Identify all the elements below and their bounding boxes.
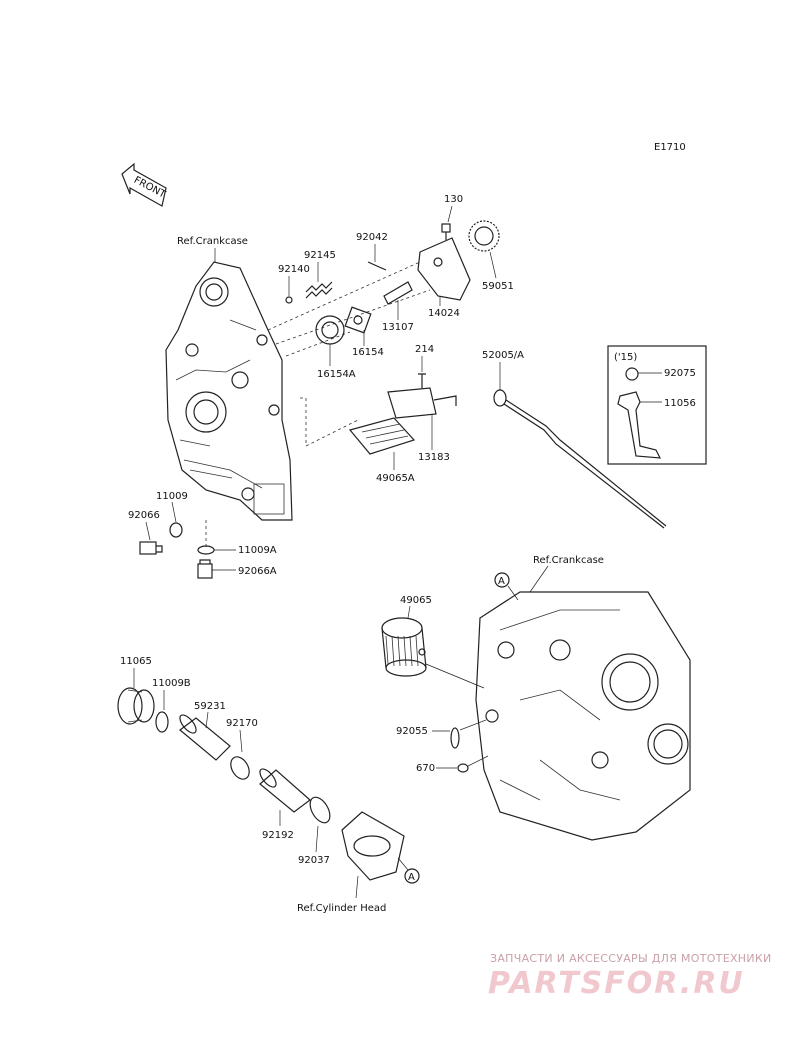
oring-92055 xyxy=(450,727,460,749)
label-92140: 92140 xyxy=(278,264,310,275)
ref-crankcase-bottom: Ref.Crankcase xyxy=(533,555,604,566)
plate-13183 xyxy=(387,387,457,419)
svg-text:A: A xyxy=(408,872,415,883)
label-59231: 59231 xyxy=(194,701,226,712)
watermark-tagline: ЗАПЧАСТИ И АКСЕССУАРЫ ДЛЯ МОТОТЕХНИКИ xyxy=(490,952,772,965)
label-59051: 59051 xyxy=(482,281,514,292)
label-11009B: 11009B xyxy=(152,678,191,689)
screw-214 xyxy=(418,373,426,388)
front-arrow-icon: FRONT xyxy=(121,162,168,207)
plug-92066A xyxy=(197,559,213,579)
label-92145: 92145 xyxy=(304,250,336,261)
label-214: 214 xyxy=(415,344,434,355)
bolt-130 xyxy=(441,223,451,240)
bearing-11065 xyxy=(117,687,155,725)
cylinder-head-pipe xyxy=(341,811,405,881)
label-670: 670 xyxy=(416,763,435,774)
oil-filter-49065 xyxy=(381,617,427,677)
label-16154A: 16154A xyxy=(317,369,356,380)
crankcase-cover-drawing xyxy=(165,261,293,521)
dipstick-52005A xyxy=(493,389,667,529)
label-92066A: 92066A xyxy=(238,566,277,577)
label-52005A: 52005/A xyxy=(482,350,524,361)
rotor-16154A xyxy=(315,315,345,345)
pin-92042 xyxy=(367,261,387,271)
label-92042: 92042 xyxy=(356,232,388,243)
pin-92140 xyxy=(285,296,293,304)
gasket-11009A xyxy=(197,545,215,555)
strainer-49065A xyxy=(348,417,416,455)
watermark-logo: PARTSFOR.RU xyxy=(488,966,745,1001)
rotor-16154 xyxy=(344,306,372,334)
hose-59231 xyxy=(179,714,231,761)
gasket-11009B xyxy=(155,711,169,733)
label-13107: 13107 xyxy=(382,322,414,333)
label-49065A: 49065A xyxy=(376,473,415,484)
cover-14024 xyxy=(417,237,471,301)
label-92055: 92055 xyxy=(396,726,428,737)
label-92170: 92170 xyxy=(226,718,258,729)
label-92075: 92075 xyxy=(664,368,696,379)
shaft-13107 xyxy=(383,281,413,305)
label-11065: 11065 xyxy=(120,656,152,667)
label-11056: 11056 xyxy=(664,398,696,409)
svg-text:A: A xyxy=(498,576,505,587)
diagram-code: E1710 xyxy=(654,142,686,153)
ref-cylinder-head: Ref.Cylinder Head xyxy=(297,903,386,914)
gear-59051 xyxy=(468,220,500,252)
oring-670 xyxy=(457,763,469,773)
label-13183: 13183 xyxy=(418,452,450,463)
marker-a-bottom: A xyxy=(404,868,420,884)
model-year-inset: ('15) xyxy=(607,345,707,465)
label-16154: 16154 xyxy=(352,347,384,358)
model-year-label: ('15) xyxy=(614,352,637,363)
label-49065: 49065 xyxy=(400,595,432,606)
marker-a-top: A xyxy=(494,572,510,588)
clamp-92170 xyxy=(230,756,250,780)
label-92066: 92066 xyxy=(128,510,160,521)
clamp-92037 xyxy=(309,796,331,824)
spring-92145 xyxy=(305,281,333,299)
label-14024: 14024 xyxy=(428,308,460,319)
label-11009A: 11009A xyxy=(238,545,277,556)
label-130: 130 xyxy=(444,194,463,205)
label-11009: 11009 xyxy=(156,491,188,502)
ref-crankcase-top: Ref.Crankcase xyxy=(177,236,248,247)
gasket-11009 xyxy=(169,522,183,538)
label-92192: 92192 xyxy=(262,830,294,841)
label-92037: 92037 xyxy=(298,855,330,866)
hose-92192 xyxy=(259,768,311,813)
plug-92066 xyxy=(139,541,163,555)
lower-crankcase-drawing xyxy=(475,591,691,841)
